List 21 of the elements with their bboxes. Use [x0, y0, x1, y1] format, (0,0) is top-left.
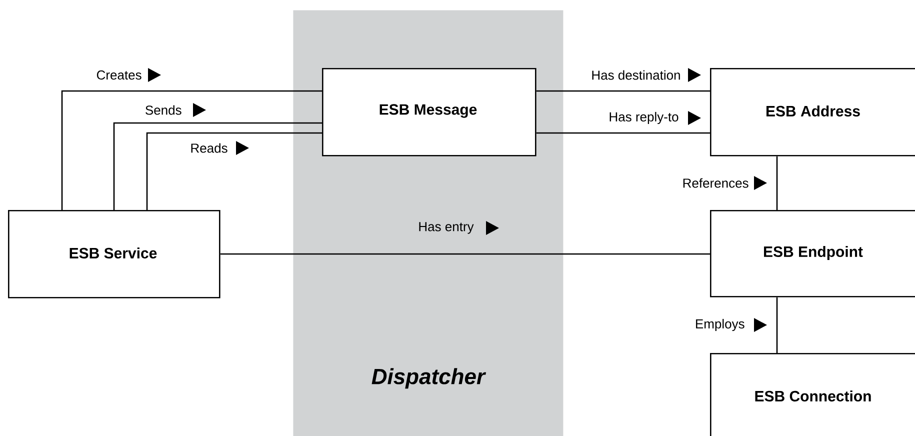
- entity-box: ESB Address: [710, 68, 915, 156]
- connector: [61, 68, 322, 210]
- edge-label: Has entry: [419, 222, 474, 234]
- entity-box: ESB Endpoint: [710, 210, 915, 298]
- edge-label: References: [683, 178, 748, 188]
- connector: [536, 111, 710, 134]
- entity-box: ESB Service: [8, 210, 220, 298]
- connector: [754, 297, 778, 353]
- edge-label: Has destination: [592, 70, 680, 80]
- connector: [146, 132, 322, 210]
- edge-label: Has reply-to: [610, 112, 678, 124]
- entity-box: ESB Connection: [710, 353, 915, 436]
- edge-label: Creates: [96, 70, 142, 80]
- connector: [536, 68, 710, 92]
- connector: [220, 221, 710, 255]
- edge-label: Employs: [696, 318, 744, 332]
- connector: [754, 156, 778, 210]
- connector: [113, 103, 322, 210]
- edge-label: Sends: [146, 105, 182, 115]
- entity-box: ESB Message: [322, 68, 536, 156]
- edge-label: Reads: [191, 143, 228, 153]
